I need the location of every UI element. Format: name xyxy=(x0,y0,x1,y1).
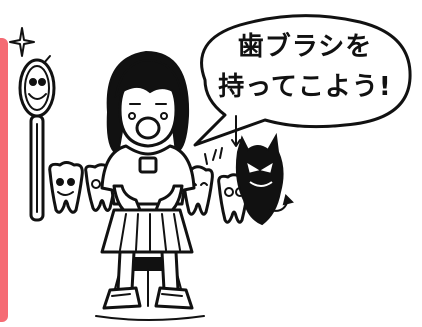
mirror-character-icon xyxy=(18,55,56,222)
speech-bubble-line-1: 歯ブラシを xyxy=(237,32,373,62)
girl-sitting-icon xyxy=(95,50,205,321)
speech-bubble-text: 歯ブラシを 持ってこよう! xyxy=(205,27,405,117)
speech-bubble-line-2: 持ってこよう! xyxy=(218,72,392,102)
speech-bubble xyxy=(193,14,412,147)
accent-bar xyxy=(0,38,8,322)
tooth-character-icon xyxy=(48,161,84,214)
germ-devil-icon xyxy=(231,115,294,226)
sparkle-icon xyxy=(9,27,35,57)
